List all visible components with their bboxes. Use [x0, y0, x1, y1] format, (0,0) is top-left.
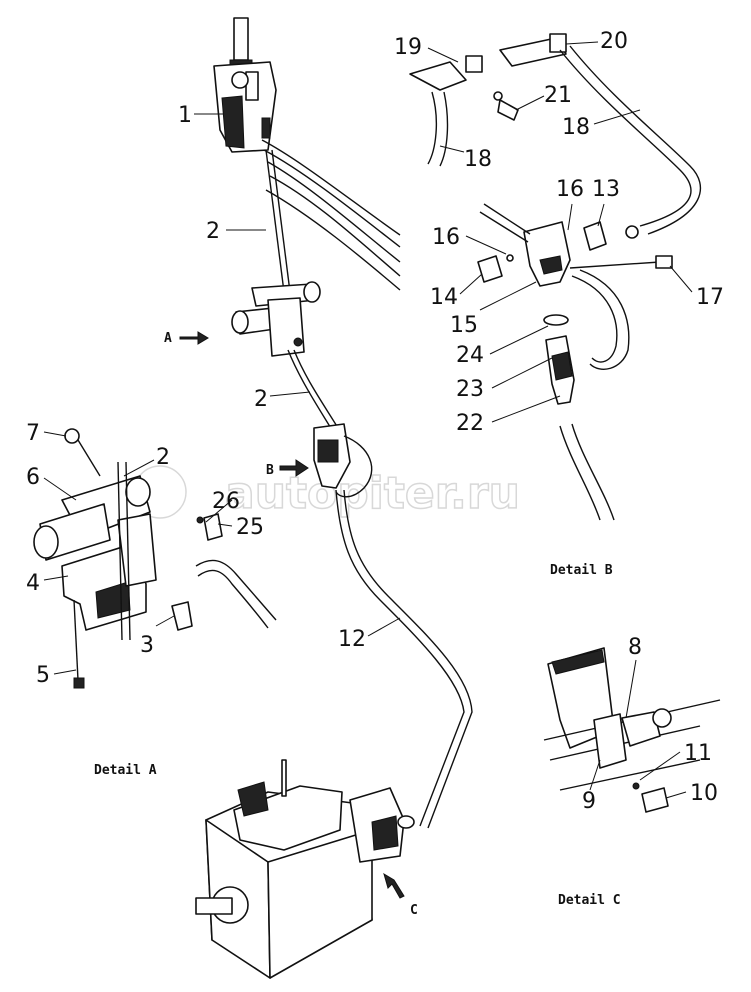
- callout-7: 7: [26, 421, 40, 446]
- valve-b: [313, 423, 373, 498]
- detail-c-drawing: [543, 647, 721, 813]
- callout-1: 1: [178, 103, 192, 128]
- callout-26: 26: [212, 489, 240, 514]
- callout-19: 19: [394, 35, 422, 60]
- rod-2: [265, 149, 285, 293]
- callout-23: 23: [456, 377, 484, 402]
- hose-2b: [287, 349, 333, 431]
- callout-13: 13: [592, 177, 620, 202]
- view-arrow-a-label: A: [164, 331, 172, 346]
- watermark: autopiter.ru: [133, 465, 521, 520]
- callout-2: 2: [156, 445, 170, 470]
- watermark-text: autopiter.ru: [225, 468, 520, 519]
- callout-18: 18: [562, 115, 590, 140]
- callout-16: 16: [432, 225, 460, 250]
- callout-17: 17: [696, 285, 724, 310]
- callout-2: 2: [206, 219, 220, 244]
- callout-25: 25: [236, 515, 264, 540]
- bracket-assembly: [231, 281, 321, 357]
- callout-2: 2: [254, 387, 268, 412]
- callout-18: 18: [464, 147, 492, 172]
- callout-9: 9: [582, 789, 596, 814]
- detail-c-caption: Detail C: [558, 893, 621, 908]
- detail-a-caption: Detail A: [94, 763, 157, 778]
- hose-2b-edge: [293, 349, 339, 429]
- hose-12-edge: [343, 489, 473, 829]
- view-arrow-b-label: B: [266, 463, 274, 478]
- main-assembly: [195, 17, 473, 979]
- view-arrow-c-label: C: [410, 903, 418, 918]
- callout-21: 21: [544, 83, 572, 108]
- callout-22: 22: [456, 411, 484, 436]
- hose-12: [335, 489, 465, 827]
- callout-20: 20: [600, 29, 628, 54]
- callout-15: 15: [450, 313, 478, 338]
- callout-16: 16: [556, 177, 584, 202]
- view-arrow-b: B: [266, 459, 309, 478]
- rod-2-edge: [271, 149, 291, 293]
- callout-12: 12: [338, 627, 366, 652]
- callout-11: 11: [684, 741, 712, 766]
- callout-14: 14: [430, 285, 458, 310]
- callout-3: 3: [140, 633, 154, 658]
- detail-a-drawing: [33, 428, 277, 689]
- callout-8: 8: [628, 635, 642, 660]
- callout-10: 10: [690, 781, 718, 806]
- leader-lines: [43, 41, 693, 799]
- detail-b-caption: Detail B: [550, 563, 613, 578]
- control-valve: [213, 17, 277, 153]
- callout-5: 5: [36, 663, 50, 688]
- pump: [195, 759, 415, 979]
- view-arrow-a: A: [164, 331, 209, 346]
- view-arrow-c: C: [383, 872, 418, 918]
- callout-24: 24: [456, 343, 484, 368]
- hose-bundle: [261, 139, 401, 291]
- callouts: 1 2 2 2 3 4 5 6 7 8 9 10 11 12 13 14 15 …: [26, 29, 724, 814]
- callout-4: 4: [26, 571, 40, 596]
- detail-b-drawing: [409, 33, 702, 521]
- callout-6: 6: [26, 465, 40, 490]
